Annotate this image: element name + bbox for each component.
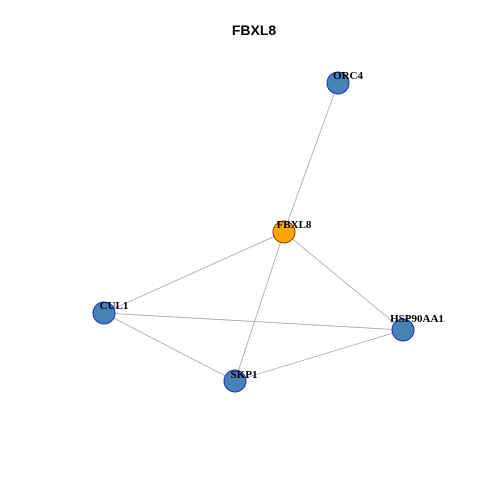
graph-title: FBXL8 <box>232 22 277 38</box>
node-label-orc4: ORC4 <box>333 70 363 82</box>
node-label-cul1: CUL1 <box>100 300 129 312</box>
node-layer <box>92 71 415 393</box>
edge-cul1-skp1 <box>103 312 236 382</box>
edge-fbxl8-cul1 <box>103 231 285 314</box>
node-hsp90aa1[interactable] <box>391 318 415 342</box>
edge-fbxl8-skp1 <box>234 231 285 382</box>
edge-skp1-hsp90aa1 <box>234 329 404 382</box>
node-label-skp1: SKP1 <box>231 369 258 381</box>
edge-fbxl8-hsp90aa1 <box>283 231 404 331</box>
node-fbxl8[interactable] <box>272 220 296 244</box>
edge-cul1-hsp90aa1 <box>103 312 404 331</box>
node-skp1[interactable] <box>223 369 247 393</box>
node-label-hsp90aa1: HSP90AA1 <box>390 313 444 325</box>
edge-fbxl8-orc4 <box>283 82 339 233</box>
edge-layer <box>103 82 404 382</box>
node-orc4[interactable] <box>326 71 350 95</box>
node-cul1[interactable] <box>92 301 116 325</box>
node-label-fbxl8: FBXL8 <box>277 219 312 231</box>
